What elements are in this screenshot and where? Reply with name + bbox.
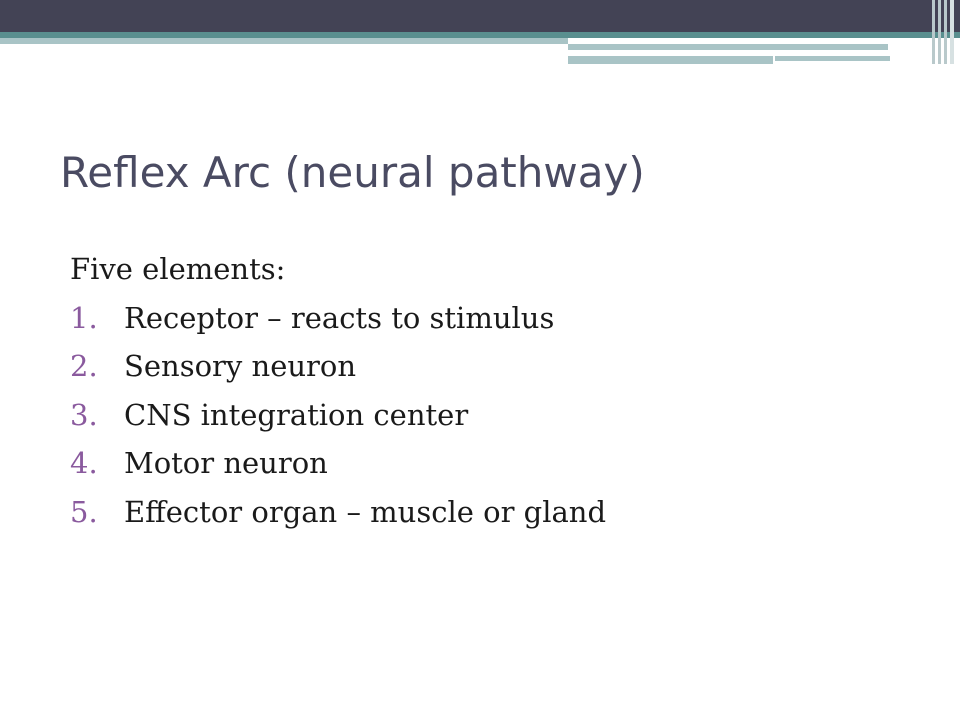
header-right-bar — [944, 0, 947, 64]
list-item: 5. Effector organ – muscle or gland — [70, 488, 606, 537]
header-light-line — [0, 38, 568, 44]
step-number: 2. — [70, 349, 98, 383]
slide-title: Reflex Arc (neural pathway) — [60, 148, 645, 197]
header-tab-line-bottom — [568, 56, 773, 64]
header-right-bar — [932, 0, 935, 64]
step-text: Receptor – reacts to stimulus — [124, 300, 555, 335]
slide-body: Five elements: 1. Receptor – reacts to s… — [70, 245, 606, 536]
list-item: 4. Motor neuron — [70, 439, 606, 488]
header-right-bar — [950, 0, 954, 64]
header-right-bar — [938, 0, 941, 64]
step-number: 1. — [70, 300, 98, 335]
list-item: 2. Sensory neuron — [70, 342, 606, 391]
header-tab-line-top — [568, 44, 888, 50]
list-item: 3. CNS integration center — [70, 391, 606, 440]
steps-list: 1. Receptor – reacts to stimulus 2. Sens… — [70, 294, 606, 537]
step-number: 5. — [70, 494, 98, 529]
step-text: Sensory neuron — [124, 349, 357, 383]
step-number: 4. — [70, 446, 98, 480]
header-tab-line-bottom-right — [775, 56, 890, 61]
header-band — [0, 0, 960, 32]
header-accent-line — [0, 32, 960, 38]
list-item: 1. Receptor – reacts to stimulus — [70, 294, 606, 343]
step-text: CNS integration center — [124, 397, 469, 432]
step-number: 3. — [70, 397, 98, 432]
intro-text: Five elements: — [70, 252, 286, 286]
step-text: Motor neuron — [124, 446, 328, 480]
step-text: Effector organ – muscle or gland — [124, 494, 607, 529]
